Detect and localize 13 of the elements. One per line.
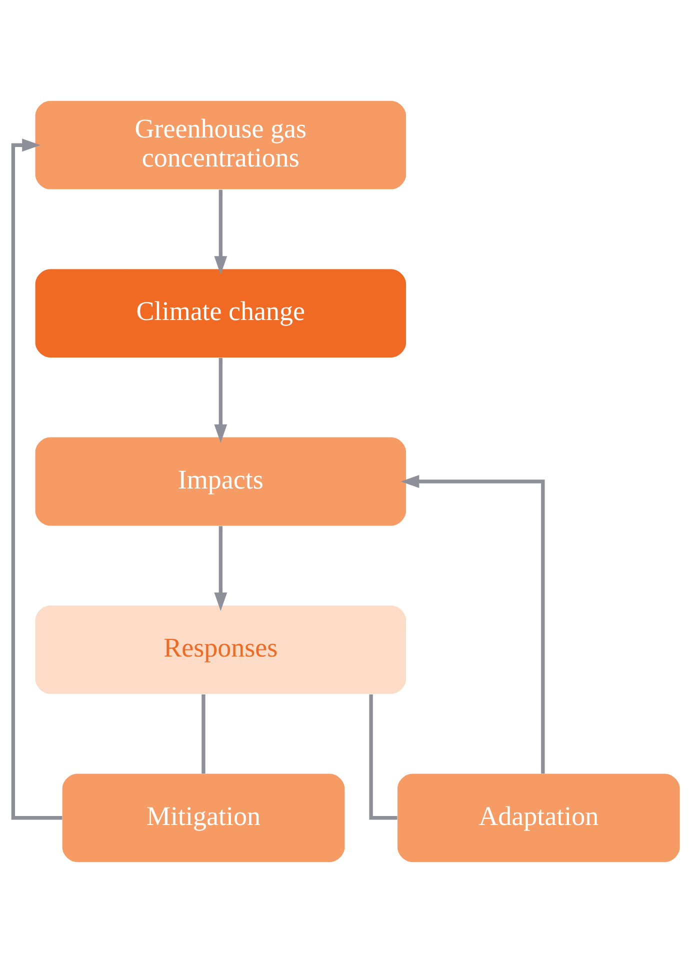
- node-box: Adaptation: [397, 774, 680, 862]
- connector: [369, 694, 398, 820]
- node-box: Responses: [35, 606, 406, 694]
- arrow: [11, 138, 62, 820]
- node-box: Greenhouse gas concentrations: [35, 100, 406, 190]
- node-box: Mitigation: [62, 774, 345, 862]
- connector: [202, 694, 206, 774]
- arrow: [400, 475, 545, 774]
- node-box: Impacts: [35, 437, 406, 526]
- node-box: Climate change: [35, 269, 406, 358]
- arrow: [214, 190, 228, 275]
- arrow: [214, 358, 228, 443]
- arrow: [214, 526, 228, 612]
